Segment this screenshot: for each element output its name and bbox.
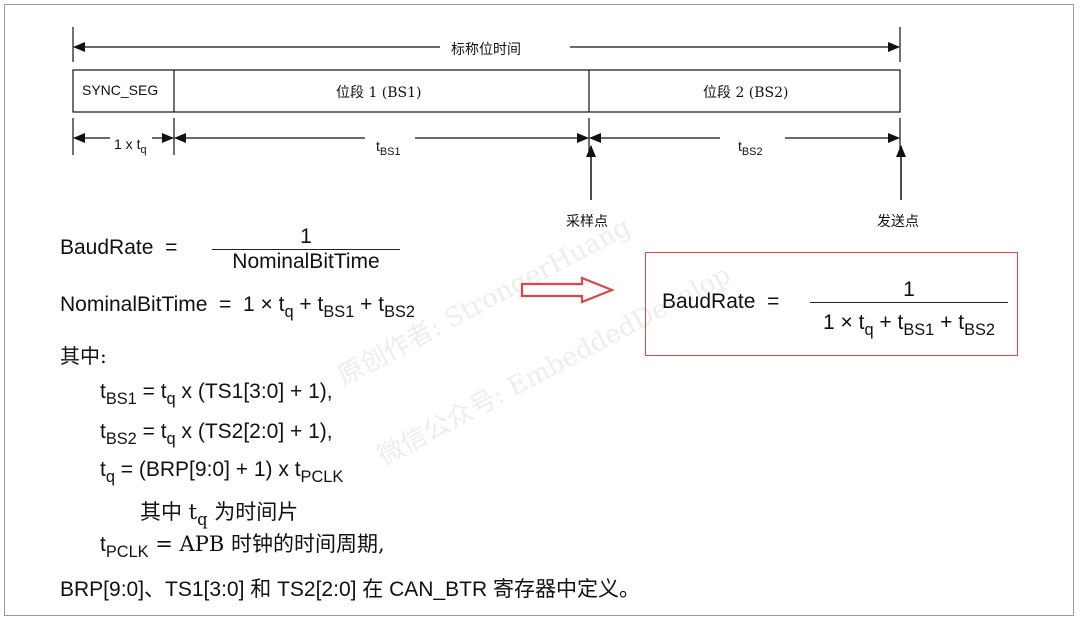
result-numerator: 1	[903, 278, 915, 301]
where-label: 其中:	[60, 344, 107, 368]
result-denominator: 1 × tq + tBS1 + tBS2	[823, 311, 995, 339]
result-formula-box	[645, 252, 1018, 356]
tbs1-definition: tBS1 = tq x (TS1[3:0] + 1),	[100, 380, 333, 408]
nominal-bit-time-label: 标称位时间	[447, 39, 525, 59]
tbs2-definition: tBS2 = tq x (TS2[2:0] + 1),	[100, 420, 333, 448]
tq-duration-label: 1 x tq	[114, 136, 147, 156]
sample-point-label: 采样点	[566, 214, 608, 230]
baudrate-lhs: BaudRate =	[60, 236, 178, 259]
result-baudrate-lhs: BaudRate =	[662, 290, 780, 313]
register-footer: BRP[9:0]、TS1[3:0] 和 TS2[2:0] 在 CAN_BTR 寄…	[60, 578, 640, 601]
segment-boxes	[72, 69, 901, 113]
fraction-bar	[212, 249, 400, 250]
bs2-segment-label: 位段 2 (BS2)	[703, 85, 789, 101]
tpclk-definition: tPCLK = APB 时钟的时间周期,	[100, 532, 385, 561]
transmit-point-label: 发送点	[877, 214, 919, 230]
tq-note: 其中 tq 为时间片	[140, 500, 299, 529]
result-fraction-bar	[810, 302, 1008, 303]
baudrate-numerator: 1	[300, 225, 312, 248]
tq-definition: tq = (BRP[9:0] + 1) x tPCLK	[100, 458, 344, 486]
bs1-segment-label: 位段 1 (BS1)	[336, 85, 422, 101]
tbs1-duration-label: tBS1	[376, 138, 401, 158]
red-arrow-icon	[520, 276, 615, 304]
nominal-bit-time-arrow	[72, 27, 901, 62]
nominal-bit-time-formula: NominalBitTime = 1 × tq + tBS1 + tBS2	[60, 293, 415, 321]
sync-seg-label: SYNC_SEG	[82, 82, 159, 98]
result-baudrate-fraction: 1 1 × tq + tBS1 + tBS2	[810, 278, 1008, 339]
point-arrows	[586, 145, 906, 200]
duration-arrows	[72, 118, 901, 155]
baudrate-denominator: NominalBitTime	[232, 250, 380, 273]
baudrate-fraction: 1 NominalBitTime	[212, 225, 400, 274]
tbs2-duration-label: tBS2	[738, 138, 763, 158]
figure-frame	[4, 4, 1074, 616]
